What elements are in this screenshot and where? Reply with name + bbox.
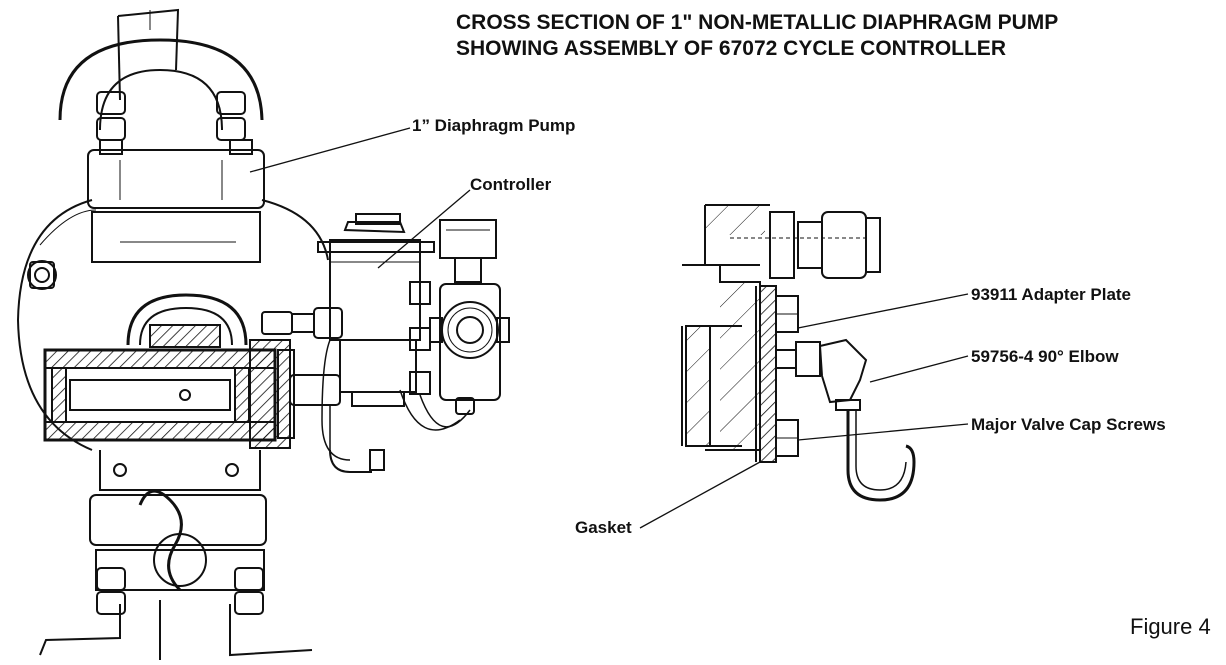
- detail-view: [681, 204, 916, 502]
- pump-body: [16, 8, 329, 660]
- label-cap-screws: Major Valve Cap Screws: [971, 415, 1166, 434]
- label-diaphragm-pump: 1” Diaphragm Pump: [412, 116, 576, 135]
- label-gasket: Gasket: [575, 518, 632, 537]
- label-elbow: 59756-4 90° Elbow: [971, 347, 1119, 366]
- controller-assembly: [261, 213, 510, 473]
- leader-pump: [249, 127, 411, 173]
- label-controller: Controller: [470, 175, 552, 194]
- leader-adapter-plate: [797, 293, 969, 329]
- title-line-1: CROSS SECTION OF 1" NON-METALLIC DIAPHRA…: [456, 11, 1059, 34]
- leader-cap-screws: [797, 423, 969, 441]
- diagram-title: CROSS SECTION OF 1" NON-METALLIC DIAPHRA…: [456, 10, 1058, 62]
- figure-caption: Figure 4: [1130, 614, 1211, 639]
- title-line-2: SHOWING ASSEMBLY OF 67072 CYCLE CONTROLL…: [456, 37, 1006, 60]
- bolt-icon: [96, 91, 126, 115]
- leader-controller: [377, 189, 471, 269]
- leader-elbow: [869, 355, 969, 383]
- leader-lines: [249, 127, 969, 529]
- label-adapter-plate: 93911 Adapter Plate: [971, 285, 1132, 304]
- leader-gasket: [639, 461, 761, 529]
- bolt-icon: [216, 91, 246, 115]
